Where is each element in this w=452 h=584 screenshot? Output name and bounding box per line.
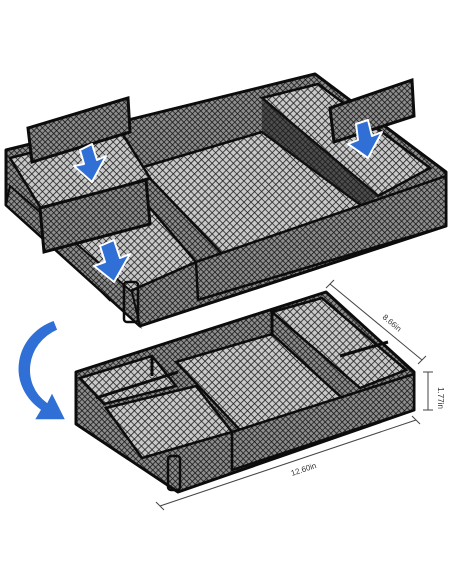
top-divider-right (328, 77, 416, 144)
bottom-front-wall (230, 372, 416, 472)
down-arrow-icon (347, 119, 383, 159)
width-label: 12.60in (290, 461, 318, 478)
bottom-organizer (74, 290, 416, 494)
top-divider-left (26, 96, 132, 164)
dimension-height: 1.77in (423, 371, 445, 411)
top-divider-middle (38, 178, 152, 254)
top-front-wall (194, 174, 448, 302)
curved-arrow-icon (17, 319, 68, 421)
top-organizer (4, 72, 448, 329)
down-arrow-icon (73, 143, 107, 183)
height-label: 1.77in (436, 387, 445, 409)
depth-label: 8.66in (381, 313, 403, 334)
down-arrow-icon (93, 239, 131, 283)
top-right-compartment (259, 82, 433, 198)
bottom-right-compartment (269, 296, 409, 390)
